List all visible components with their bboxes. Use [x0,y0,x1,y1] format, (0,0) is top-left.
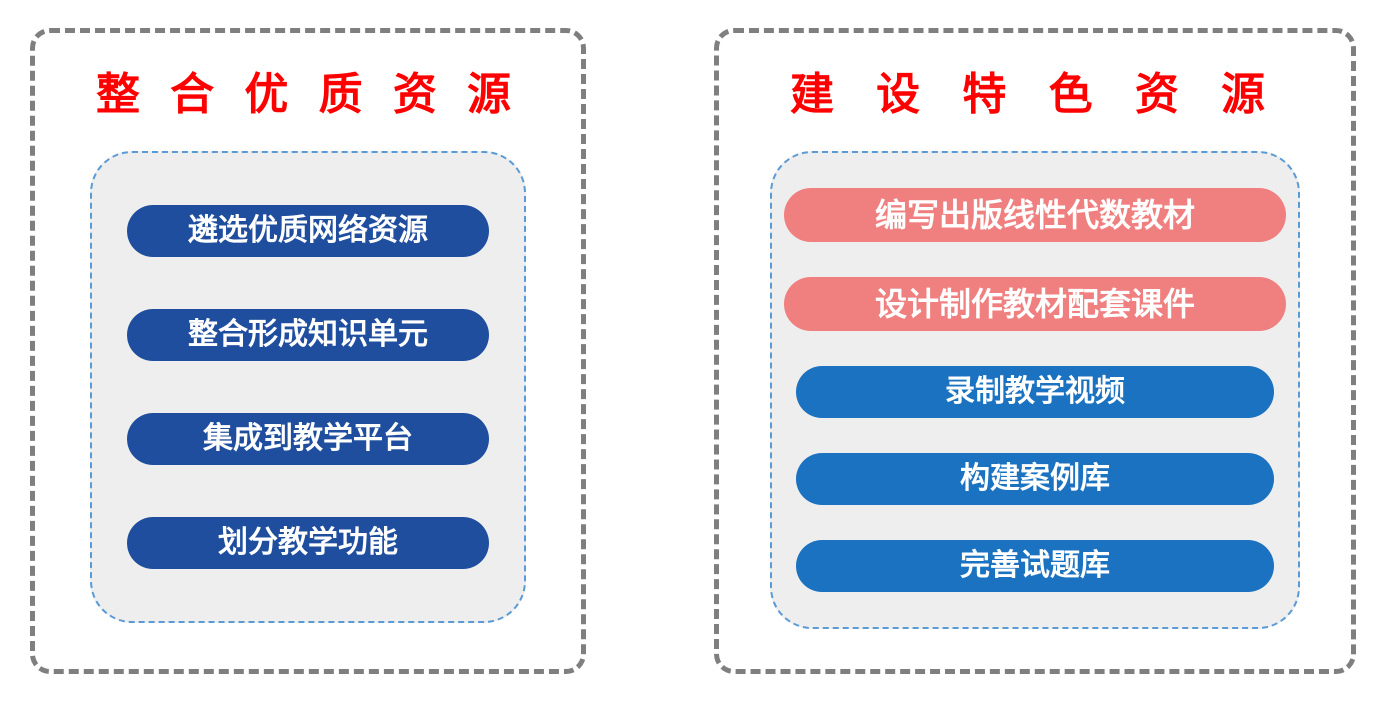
pill-improve-question-bank: 完善试题库 [796,540,1274,593]
pill-record-teaching-videos: 录制教学视频 [796,366,1274,419]
pill-divide-teaching-functions: 划分教学功能 [127,517,489,570]
panel-title-build-characteristic-resources: 建 设 特 色 资 源 [789,70,1281,119]
integrate-items-container: 遴选优质网络资源 整合形成知识单元 集成到教学平台 划分教学功能 [90,151,526,624]
pill-build-case-library: 构建案例库 [796,453,1274,506]
panel-integrate-quality-resources: 整 合 优 质 资 源 遴选优质网络资源 整合形成知识单元 集成到教学平台 划分… [30,28,586,674]
panel-build-characteristic-resources: 建 设 特 色 资 源 编写出版线性代数教材 设计制作教材配套课件 录制教学视频… [714,28,1356,674]
characteristic-items-container: 编写出版线性代数教材 设计制作教材配套课件 录制教学视频 构建案例库 完善试题库 [770,151,1300,630]
pill-integrate-into-teaching-platform: 集成到教学平台 [127,413,489,466]
pill-integrate-into-knowledge-units: 整合形成知识单元 [127,309,489,362]
pill-write-publish-linear-algebra-textbook: 编写出版线性代数教材 [784,188,1286,243]
pill-select-quality-network-resources: 遴选优质网络资源 [127,205,489,258]
panel-title-integrate-quality-resources: 整 合 优 质 资 源 [95,70,521,119]
pill-design-textbook-courseware: 设计制作教材配套课件 [784,277,1286,332]
